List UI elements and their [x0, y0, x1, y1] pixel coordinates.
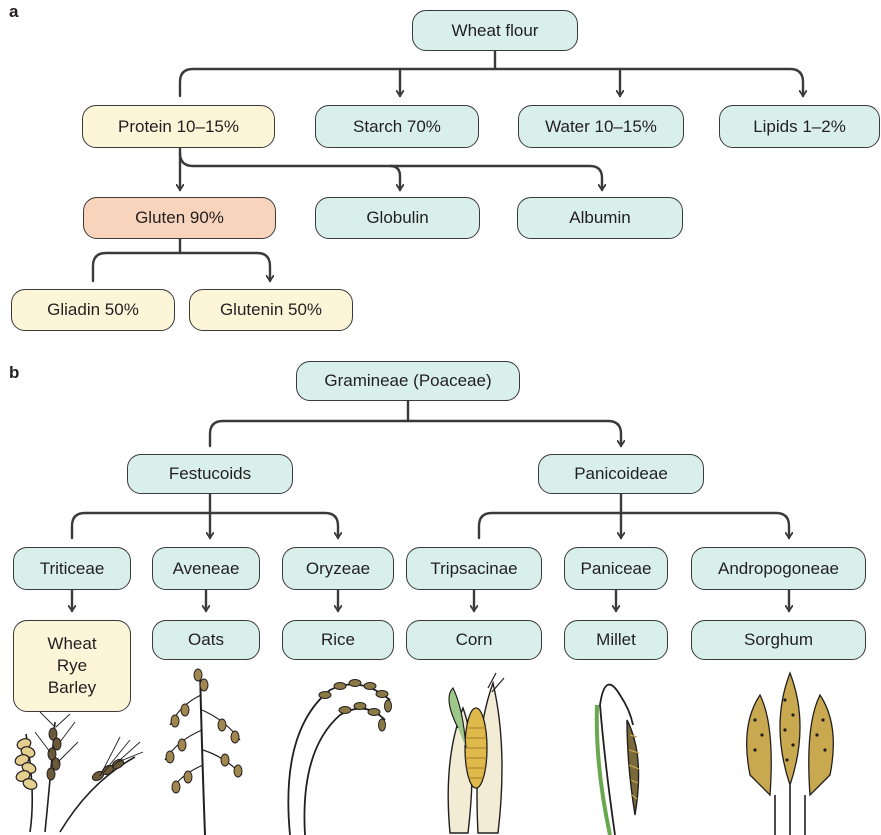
corn-node: Corn: [406, 620, 542, 660]
gramineae-node: Gramineae (Poaceae): [296, 361, 520, 401]
corn-illustration: [447, 672, 505, 834]
water-node: Water 10–15%: [518, 105, 684, 148]
rice-illustration: [287, 679, 392, 835]
panicoideae-node: Panicoideae: [538, 454, 704, 494]
panel-b-label: b: [9, 363, 20, 382]
oryzeae-node: Oryzeae: [282, 547, 394, 590]
andropogoneae-node: Andropogoneae: [691, 547, 866, 590]
gluten-node: Gluten 90%: [83, 197, 276, 239]
starch-node: Starch 70%: [315, 105, 479, 148]
aveneae-node: Aveneae: [152, 547, 260, 590]
rye-label: Rye: [56, 656, 88, 675]
wheat-rye-barley-node: Wheat Rye Barley: [13, 620, 131, 712]
globulin-node: Globulin: [315, 197, 480, 239]
paniceae-node: Paniceae: [564, 547, 668, 590]
oats-illustration: [164, 668, 243, 835]
wheat-rye-barley-illustration: [14, 712, 144, 833]
barley-label: Barley: [47, 678, 97, 697]
sorghum-node: Sorghum: [691, 620, 866, 660]
millet-illustration: [594, 683, 640, 835]
triticeae-node: Triticeae: [13, 547, 131, 590]
sorghum-illustration: [746, 671, 834, 835]
millet-node: Millet: [564, 620, 668, 660]
gliadin-node: Gliadin 50%: [11, 289, 175, 331]
albumin-node: Albumin: [517, 197, 683, 239]
festucoids-node: Festucoids: [127, 454, 293, 494]
wheat-label: Wheat: [47, 634, 97, 653]
oats-node: Oats: [152, 620, 260, 660]
tripsacinae-node: Tripsacinae: [406, 547, 542, 590]
lipids-node: Lipids 1–2%: [719, 105, 880, 148]
rice-node: Rice: [282, 620, 394, 660]
panel-a-label: a: [9, 2, 19, 21]
glutenin-node: Glutenin 50%: [189, 289, 353, 331]
protein-node: Protein 10–15%: [82, 105, 275, 148]
wheat-flour-node: Wheat flour: [412, 10, 578, 51]
